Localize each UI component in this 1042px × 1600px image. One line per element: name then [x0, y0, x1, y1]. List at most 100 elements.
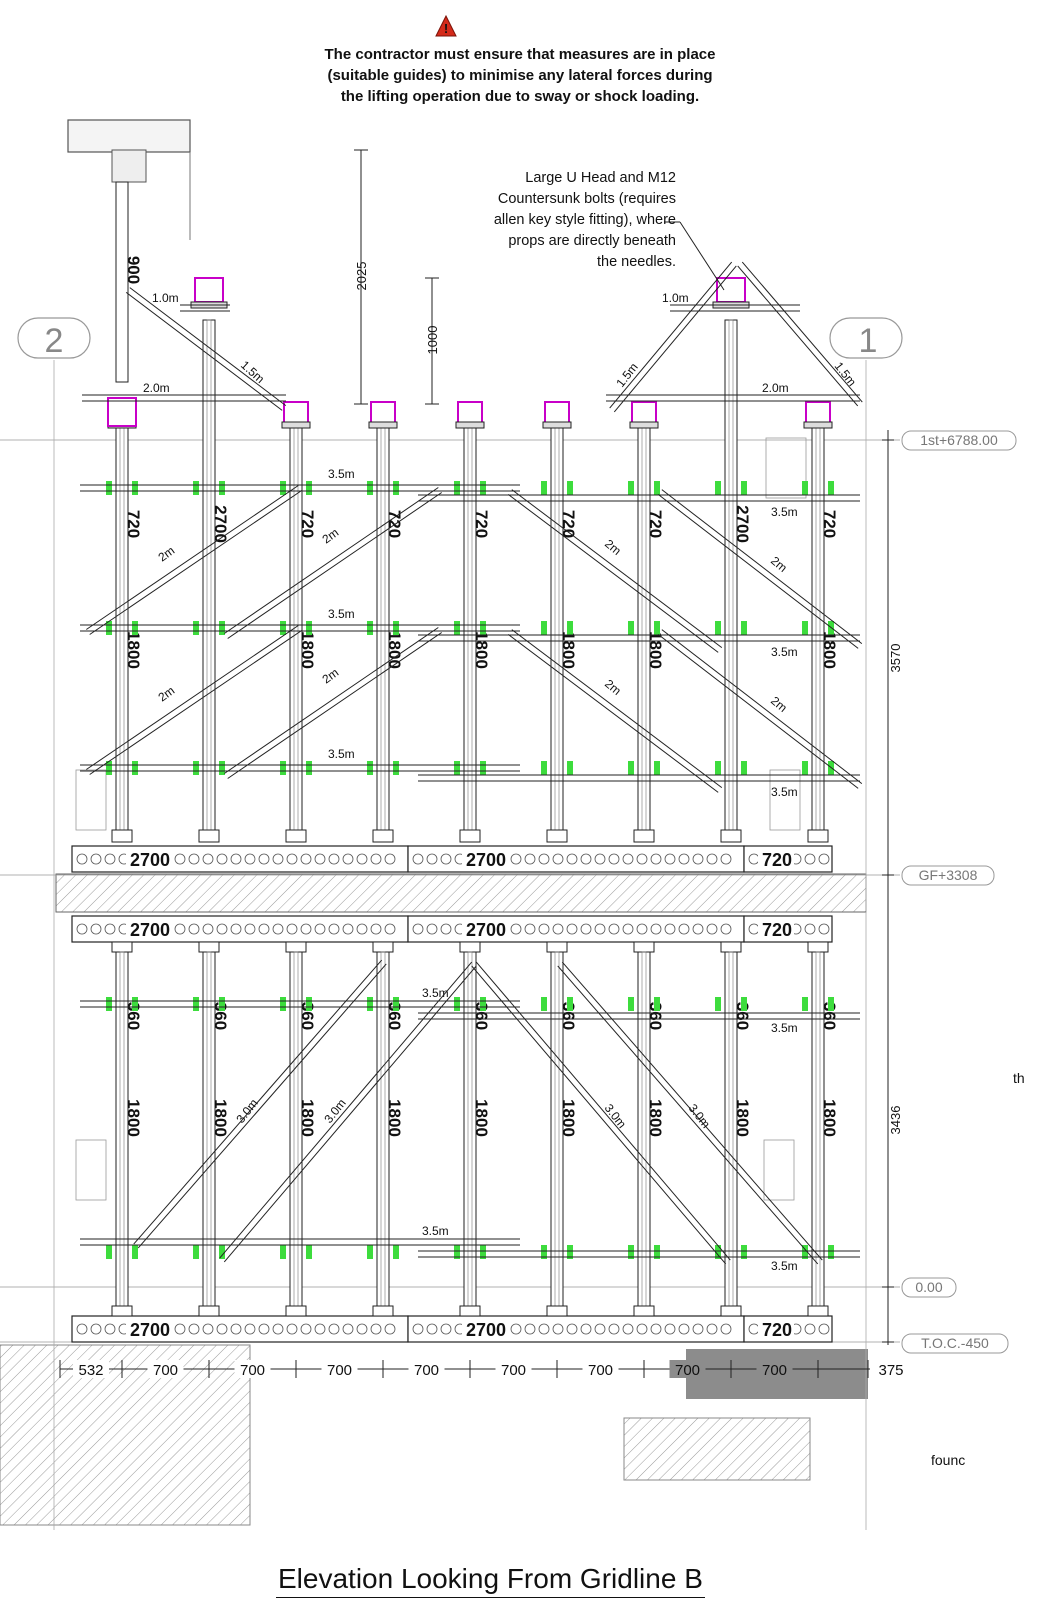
lower-base-beam-hole: [216, 1323, 228, 1335]
upper-base-beam-hole: [188, 853, 200, 865]
lower-head-beam-hole: [384, 923, 396, 935]
lower-head-beam-hole: [328, 923, 340, 935]
upper-brace-edge: [511, 489, 723, 649]
u-head-large: [194, 277, 224, 303]
u-head-plate: [803, 421, 833, 429]
lower-prop-headplate: [633, 941, 655, 953]
lower-base-beam-hole: [594, 1323, 606, 1335]
label-tube-left: 2.0m: [143, 381, 170, 395]
dim-value-bg: [321, 1360, 358, 1378]
lower-brace-edge: [561, 961, 823, 1261]
upper-extension-label: 2700: [211, 505, 230, 543]
upper-prop-baseplate: [198, 829, 220, 843]
green-clamp: [741, 1245, 747, 1259]
green-clamp: [715, 1245, 721, 1259]
upper-base-beam-label: 2700: [130, 850, 170, 870]
green-clamp: [106, 1245, 112, 1259]
green-clamp: [454, 481, 460, 495]
lower-head-beam-hole: [174, 923, 186, 935]
lower-main-label: 1800: [646, 1099, 665, 1137]
lower-head-beam-label: 2700: [466, 920, 506, 940]
upper-base-beam-hole: [314, 853, 326, 865]
edge-text-found: founc: [931, 1452, 966, 1468]
lower-brace: [557, 965, 819, 1265]
structure-layer: [0, 119, 1017, 1530]
u-head: [457, 401, 483, 425]
upper-prop-baseplate: [633, 829, 655, 843]
upper-brace-edge: [511, 629, 723, 789]
upper-base-beam-label: 2700: [466, 850, 506, 870]
green-clamp: [628, 1245, 634, 1259]
lower-extension-label: 360: [124, 1002, 143, 1030]
upper-base-beam-hole: [818, 853, 830, 865]
top-diagonal-left: [125, 291, 283, 411]
upper-brace-label: 2m: [602, 537, 624, 558]
warning-note: The contractor must ensure that measures…: [220, 44, 820, 107]
label-short-left: 1.0m: [152, 291, 179, 305]
lower-base-beam-hole: [76, 1323, 88, 1335]
lower-base-beam-hole: [678, 1323, 690, 1335]
u-head-plate: [542, 421, 572, 429]
green-clamp: [219, 621, 225, 635]
lower-base-beam-hole: [258, 1323, 270, 1335]
green-clamp: [306, 761, 312, 775]
callout-leader: [679, 221, 725, 291]
green-clamp: [280, 1245, 286, 1259]
lower-base-beam-hole: [272, 1323, 284, 1335]
green-clamp: [541, 1245, 547, 1259]
lower-head-beam-hole: [412, 923, 424, 935]
upper-ledger-label: 3.5m: [328, 607, 355, 621]
u-head: [283, 401, 309, 425]
lower-head-beam-label-bg: [126, 919, 172, 939]
upper-brace-edge: [86, 485, 299, 630]
lower-head-beam-hole: [342, 923, 354, 935]
lower-main-label: 1800: [211, 1099, 230, 1137]
upper-brace-label: 2m: [320, 525, 342, 546]
green-clamp: [802, 1245, 808, 1259]
horizontal-dim-value: 532: [78, 1362, 103, 1379]
green-clamp: [802, 481, 808, 495]
lower-base-beam-hole: [104, 1323, 116, 1335]
upper-brace: [507, 493, 719, 653]
lower-head-beam: [407, 915, 745, 943]
lower-head-beam-hole: [300, 923, 312, 935]
upper-base-beam: [71, 845, 409, 873]
green-clamp: [567, 761, 573, 775]
lower-brace: [223, 965, 477, 1263]
lower-base-beam-hole: [314, 1323, 326, 1335]
upper-base-beam-hole: [706, 853, 718, 865]
lower-prop-baseplate: [459, 1305, 481, 1317]
lower-main-label: 1800: [733, 1099, 752, 1137]
green-clamp: [567, 621, 573, 635]
lower-base-beam-hole: [426, 1323, 438, 1335]
upper-brace-edge: [224, 627, 439, 774]
green-clamp: [106, 481, 112, 495]
lower-base-beam-hole: [412, 1323, 424, 1335]
u-head-plate: [629, 421, 659, 429]
lower-base-beam: [71, 1315, 409, 1343]
lower-base-beam-hole: [230, 1323, 242, 1335]
green-clamp: [193, 621, 199, 635]
upper-base-beam-hole: [538, 853, 550, 865]
upper-brace: [89, 630, 302, 775]
upper-base-beam: [407, 845, 745, 873]
upper-base-beam-hole: [580, 853, 592, 865]
upper-base-beam-label-bg: [126, 849, 172, 869]
upper-brace: [657, 493, 859, 649]
lower-brace-label: 3.0m: [233, 1096, 260, 1126]
upper-ledger-label-right: 3.5m: [771, 505, 798, 519]
u-head: [805, 401, 831, 425]
callout-line: Large U Head and M12: [525, 170, 676, 186]
green-clamp: [454, 621, 460, 635]
lower-prop-baseplate: [111, 1305, 133, 1317]
lower-base-beam-hole: [608, 1323, 620, 1335]
lower-base-beam-hole: [356, 1323, 368, 1335]
lower-head-beam-hole: [188, 923, 200, 935]
lower-prop-headplate: [285, 941, 307, 953]
green-clamp: [393, 1245, 399, 1259]
upper-prop-baseplate: [459, 829, 481, 843]
lower-head-beam-hole: [524, 923, 536, 935]
lower-head-beam-hole: [636, 923, 648, 935]
upper-base-beam-label-bg: [462, 849, 508, 869]
